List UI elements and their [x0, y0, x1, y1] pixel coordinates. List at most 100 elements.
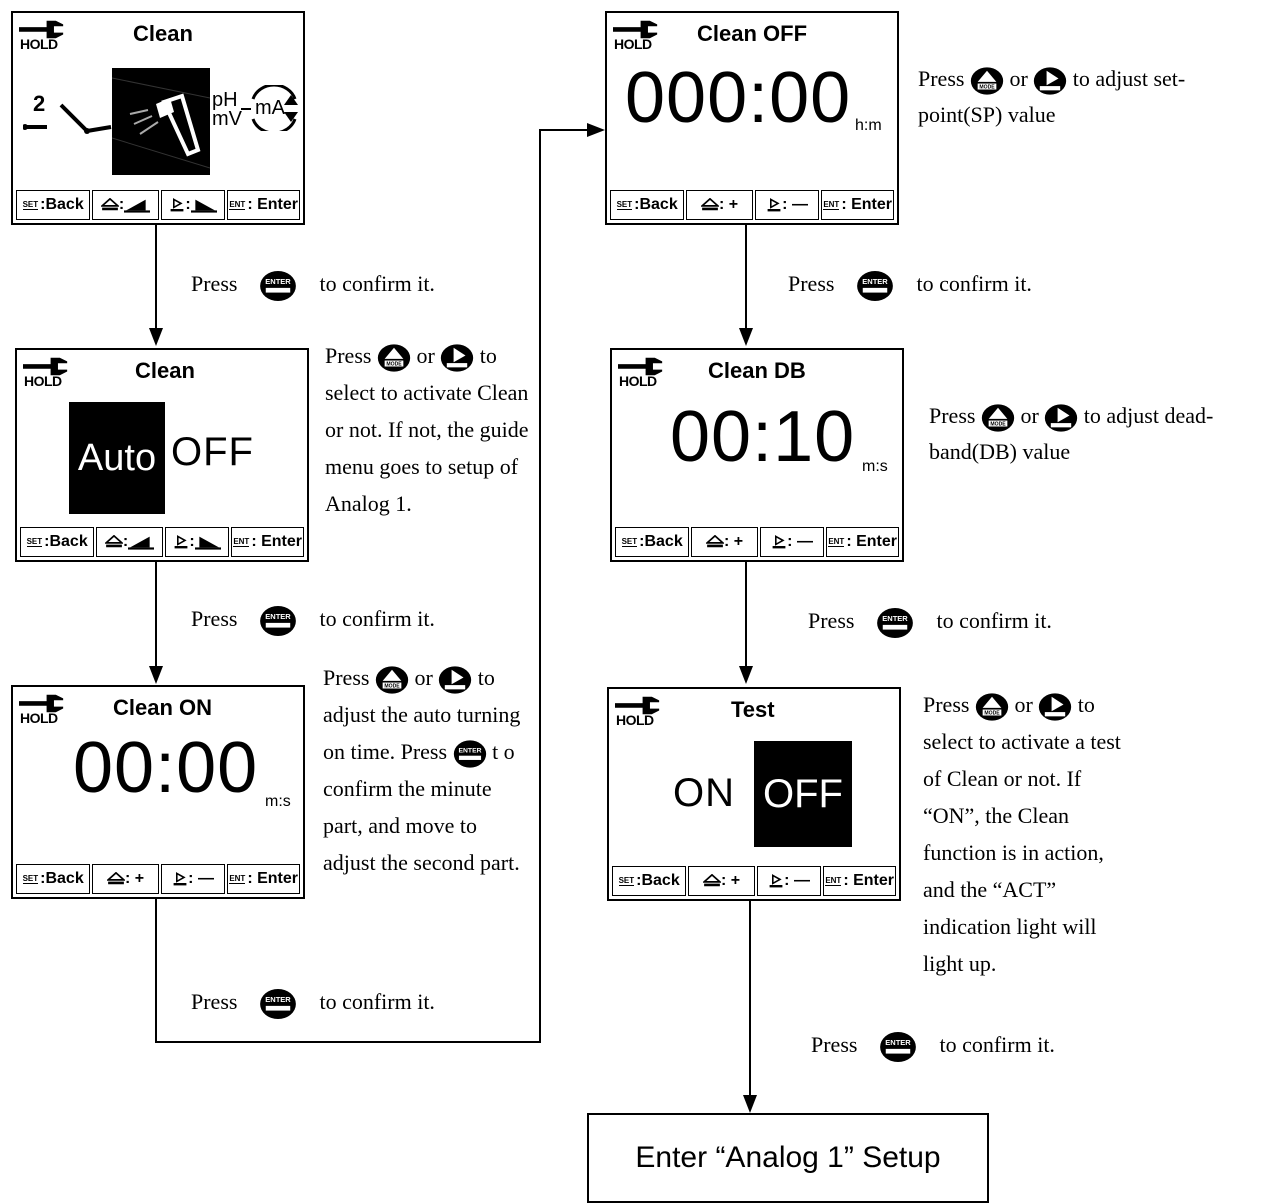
time-unit: m:s: [265, 793, 291, 810]
option-off[interactable]: OFF: [171, 430, 254, 474]
mode-up-key-icon: [377, 343, 411, 373]
softkey-bar: SET:Back : : ENT: Enter: [20, 527, 304, 557]
clean-mode-note: Press or to select to activate Clean or …: [325, 343, 529, 516]
increment-softkey[interactable]: : +: [686, 190, 753, 220]
final-step-label: Enter “Analog 1” Setup: [635, 1141, 941, 1174]
enter-softkey[interactable]: ENT: Enter: [231, 527, 304, 557]
mode-up-key-icon: [375, 665, 409, 695]
option-on[interactable]: ON: [673, 771, 735, 815]
mode-up-key-icon: [981, 403, 1015, 433]
enter-key-icon: [259, 270, 297, 302]
screen-test: HOLD Test ON OFF SET:Back : + : — ENT: E…: [607, 687, 901, 901]
enter-softkey[interactable]: ENT: Enter: [823, 866, 896, 896]
ramp-down-softkey[interactable]: :: [160, 190, 226, 220]
flow-line: [539, 129, 541, 1043]
arrow-right-icon: [587, 123, 605, 137]
confirm-note: Press to confirm it.: [811, 1031, 1055, 1063]
right-key-icon: [1038, 692, 1072, 722]
back-softkey[interactable]: SET:Back: [20, 527, 95, 557]
mv-label: mV: [212, 108, 242, 130]
enter-key-icon: [879, 1031, 917, 1063]
right-key-icon: [440, 343, 474, 373]
back-softkey[interactable]: SET:Back: [16, 190, 91, 220]
hold-icon: HOLD: [613, 18, 663, 54]
arrow-down-icon: [149, 328, 163, 346]
enter-softkey[interactable]: ENT: Enter: [227, 190, 300, 220]
clean-on-note: Press or to adjust the auto turning on t…: [323, 665, 521, 875]
final-step-box: Enter “Analog 1” Setup: [587, 1113, 989, 1203]
decrement-softkey[interactable]: : —: [759, 527, 825, 557]
clean-db-note: Press or to adjust dead-band(DB) value: [929, 403, 1214, 464]
ph-label: pH: [212, 89, 238, 111]
relay-number: 2: [33, 91, 46, 116]
softkey-bar: SET:Back : + : — ENT: Enter: [16, 864, 300, 894]
enter-key-icon: [259, 605, 297, 637]
ramp-up-softkey[interactable]: :: [92, 190, 159, 220]
relay-switch-icon: [23, 103, 112, 134]
screen-title: Clean DB: [708, 358, 806, 383]
screen-clean-select: HOLD Clean 2 pH mV mA SET:Back: [11, 11, 305, 225]
enter-key-icon: [856, 270, 894, 302]
right-key-icon: [438, 665, 472, 695]
confirm-note: Press to confirm it.: [191, 988, 435, 1020]
back-softkey[interactable]: SET:Back: [16, 864, 91, 894]
screen-title: Test: [731, 697, 775, 722]
screen-clean-db: HOLD Clean DB 00:10 m:s SET:Back : + : —…: [610, 348, 904, 562]
softkey-bar: SET:Back : + : — ENT: Enter: [615, 527, 899, 557]
ramp-down-softkey[interactable]: :: [164, 527, 230, 557]
flow-line: [745, 562, 747, 667]
time-value[interactable]: 00:10: [670, 397, 856, 477]
enter-key-icon: [259, 988, 297, 1020]
confirm-note: Press to confirm it.: [788, 270, 1032, 302]
screen-clean-on: HOLD Clean ON 00:00 m:s SET:Back : + : —…: [11, 685, 305, 899]
mode-up-key-icon: [970, 66, 1004, 96]
hold-icon: HOLD: [618, 355, 668, 391]
arrow-down-icon: [149, 666, 163, 684]
enter-softkey[interactable]: ENT: Enter: [821, 190, 894, 220]
confirm-note: Press to confirm it.: [191, 270, 435, 302]
flow-line: [155, 1041, 541, 1043]
flow-line: [539, 129, 589, 131]
softkey-bar: SET:Back : + : — ENT: Enter: [612, 866, 896, 896]
option-off-selected[interactable]: OFF: [754, 741, 852, 847]
screen-title: Clean ON: [113, 695, 213, 720]
time-unit: m:s: [862, 458, 888, 475]
decrement-softkey[interactable]: : —: [756, 866, 822, 896]
arrow-down-icon: [739, 328, 753, 346]
softkey-bar: SET:Back : + : — ENT: Enter: [610, 190, 894, 220]
right-key-icon: [1033, 66, 1067, 96]
arrow-down-icon: [743, 1095, 757, 1113]
right-key-icon: [1044, 403, 1078, 433]
increment-softkey[interactable]: : +: [688, 866, 755, 896]
flow-line: [155, 562, 157, 667]
arrow-down-icon: [739, 666, 753, 684]
confirm-note: Press to confirm it.: [808, 607, 1052, 639]
enter-key-icon: [453, 739, 487, 769]
time-value[interactable]: 00:00: [73, 728, 259, 808]
confirm-note: Press to confirm it.: [191, 605, 435, 637]
time-unit: h:m: [855, 117, 882, 134]
decrement-softkey[interactable]: : —: [160, 864, 226, 894]
enter-softkey[interactable]: ENT: Enter: [227, 864, 300, 894]
enter-softkey[interactable]: ENT: Enter: [826, 527, 899, 557]
hold-icon: HOLD: [19, 18, 69, 54]
softkey-bar: SET:Back : : ENT: Enter: [16, 190, 300, 220]
test-note: Press or to select to activate a test of…: [923, 692, 1121, 976]
ramp-up-softkey[interactable]: :: [96, 527, 163, 557]
increment-softkey[interactable]: : +: [92, 864, 159, 894]
hold-icon: HOLD: [615, 694, 665, 730]
flow-line: [749, 901, 751, 1095]
option-auto-selected[interactable]: Auto: [69, 402, 165, 514]
mode-up-key-icon: [975, 692, 1009, 722]
screen-title: Clean: [133, 21, 193, 46]
decrement-softkey[interactable]: : —: [754, 190, 820, 220]
back-softkey[interactable]: SET:Back: [610, 190, 685, 220]
back-softkey[interactable]: SET:Back: [612, 866, 687, 896]
time-value[interactable]: 000:00: [625, 58, 852, 138]
screen-title: Clean OFF: [697, 21, 808, 46]
clean-shower-icon: [112, 68, 210, 175]
hold-icon: HOLD: [23, 355, 73, 391]
hold-icon: HOLD: [19, 692, 69, 728]
back-softkey[interactable]: SET:Back: [615, 527, 690, 557]
increment-softkey[interactable]: : +: [691, 527, 758, 557]
